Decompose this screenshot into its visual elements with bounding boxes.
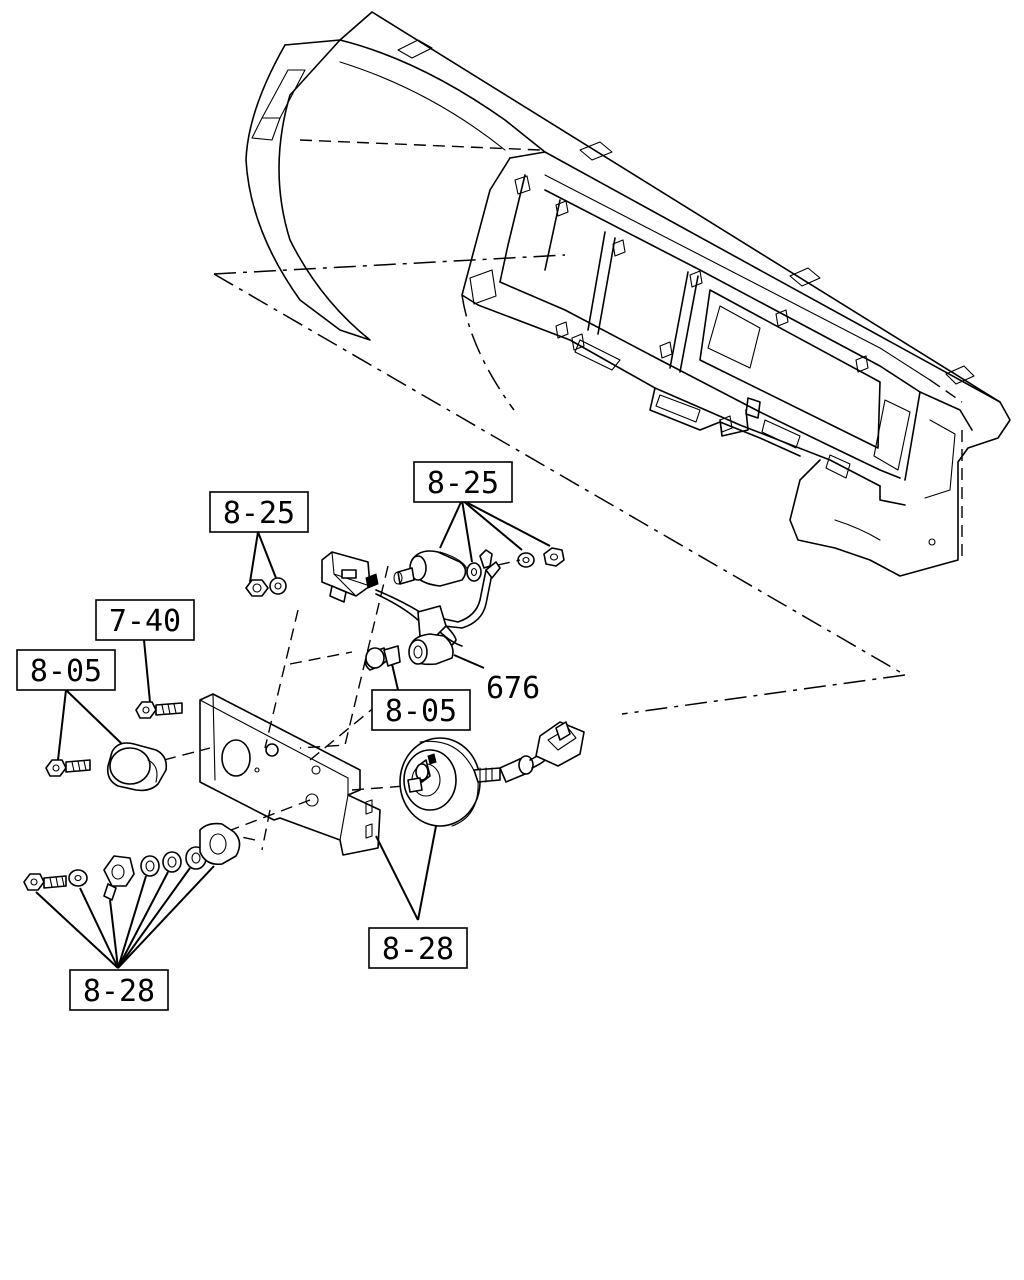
callout-8-05-left: 8-05 [16,649,116,691]
screw-7-40 [135,701,183,719]
callout-8-28-right: 8-28 [368,927,468,969]
callout-text: 8-05 [385,694,457,729]
horn-unit [399,721,585,827]
connector-block [321,551,379,603]
leader-lines [35,499,551,969]
callout-8-25-left: 8-25 [209,491,309,533]
callout-8-25-right: 8-25 [413,461,513,503]
instrument-panel [245,11,1011,577]
callout-text: 8-05 [30,654,102,689]
switch-unit [393,547,565,587]
callout-text: 8-25 [223,496,295,531]
callout-8-28-bottom: 8-28 [69,969,169,1011]
nut-washer-8-25 [245,577,287,597]
lamp-cover [106,742,168,792]
callout-text: 7-40 [109,604,181,639]
harness-676 [375,561,501,666]
mounting-bracket [199,693,381,856]
reference-lines [213,254,906,715]
callout-text: 8-28 [382,932,454,967]
callout-text: 8-25 [427,466,499,501]
bulb-8-05 [364,645,401,671]
exploded-view-lines [163,565,406,851]
callout-8-05-right: 8-05 [371,689,471,731]
callout-7-40: 7-40 [95,599,195,641]
screw-8-05 [45,759,91,777]
callout-text: 8-28 [83,974,155,1009]
part-number-676: 676 [486,671,540,706]
bottom-hardware-8-28 [23,822,241,901]
